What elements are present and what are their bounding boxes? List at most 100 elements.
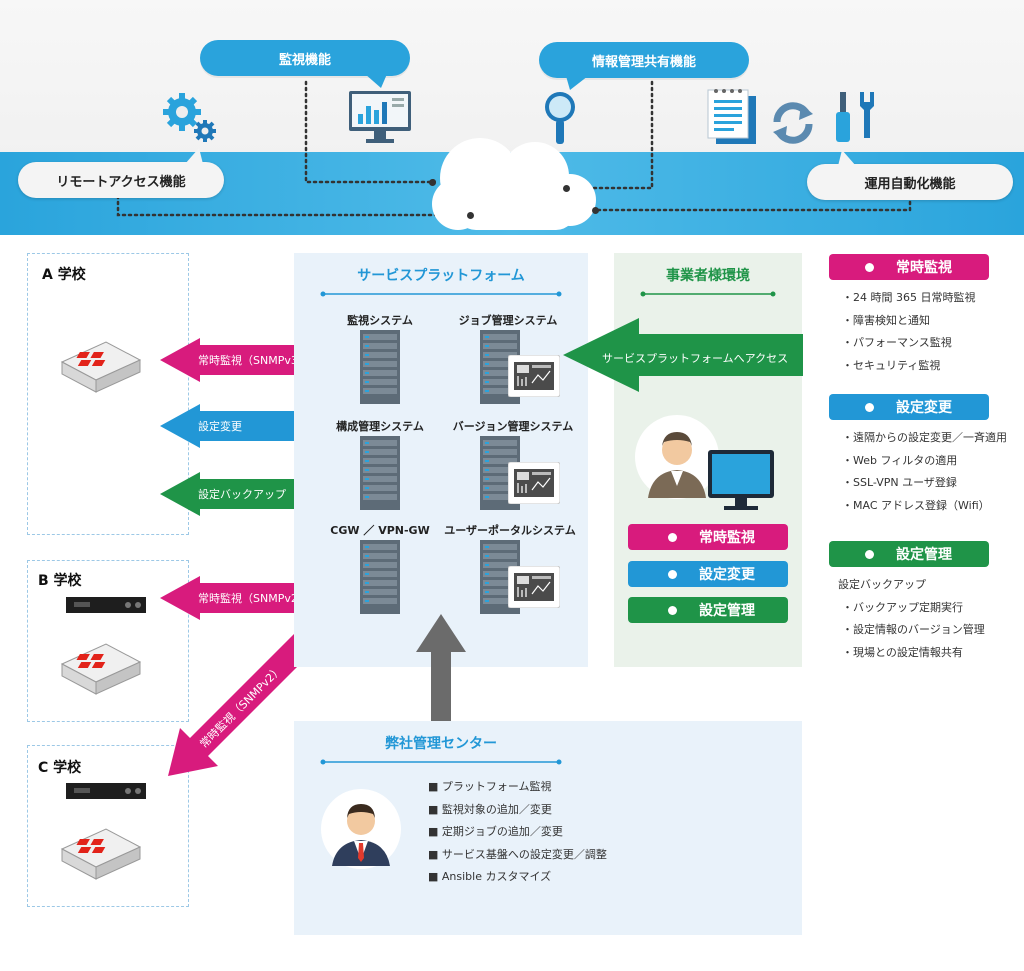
- list-intro: 設定バックアップ: [838, 578, 926, 591]
- up-arrow: [416, 614, 466, 728]
- system-label: バージョン管理システム: [452, 420, 574, 433]
- list-item: ・設定情報のバージョン管理: [842, 623, 985, 636]
- feature-header-config-management: 設定管理: [829, 541, 989, 567]
- arrow-config-a-label: 設定変更: [198, 420, 242, 433]
- bullet-dot: [668, 605, 677, 615]
- connector-dot: [592, 207, 599, 214]
- pill-label: 常時監視: [699, 530, 755, 546]
- feature-title: 常時監視: [896, 260, 952, 276]
- monitoring-bubble: 監視機能: [200, 40, 410, 76]
- server-rack-icon: [360, 436, 400, 510]
- access-arrow: [563, 318, 803, 392]
- bullet-dot: [865, 262, 874, 272]
- feature-list-monitoring: ・24 時間 365 日常時監視 ・障害検知と通知 ・パフォーマンス監視 ・セキ…: [842, 287, 975, 377]
- access-arrow-label: サービスプラットフォームへアクセス: [602, 352, 789, 365]
- notepad-icon: [707, 89, 756, 144]
- system-label: CGW ／ VPN-GW: [330, 524, 430, 537]
- school-b-box: [27, 560, 189, 722]
- feature-title: 設定変更: [896, 400, 952, 416]
- bubble-tail: [566, 76, 588, 90]
- list-item: ・遠隔からの設定変更／一斉適用: [842, 431, 1007, 444]
- bubble-tail: [838, 150, 856, 166]
- monitor-chart-icon: [349, 91, 411, 143]
- arrow-backup-a: [160, 472, 322, 516]
- bullet-dot: [865, 402, 874, 412]
- info-share-label: 情報管理共有機能: [591, 54, 696, 70]
- refresh-icon: [773, 102, 813, 144]
- list-item: ・24 時間 365 日常時監視: [842, 291, 976, 304]
- list-item: ・障害検知と通知: [842, 313, 930, 327]
- list-item: ■ サービス基盤への設定変更／調整: [428, 847, 607, 861]
- firewall-appliance-icon: [60, 341, 142, 393]
- monitoring-label: 監視機能: [278, 52, 331, 68]
- list-item: ・パフォーマンス監視: [842, 336, 952, 349]
- bullet-dot: [668, 532, 677, 542]
- pill-label: 設定変更: [699, 567, 755, 583]
- magnifier-icon: [545, 92, 575, 144]
- list-item: ・SSL-VPN ユーザ登録: [842, 476, 957, 489]
- server-rack-icon: [360, 540, 400, 614]
- dashboard-icon: [508, 566, 560, 608]
- firewall-appliance-icon: [60, 828, 142, 880]
- bubble-tail: [365, 74, 387, 88]
- arrow-monitor-b-label: 常時監視（SNMPv2）: [198, 592, 309, 605]
- school-b-title: B 学校: [38, 573, 82, 589]
- rack-router-icon: [66, 783, 146, 799]
- system-label: ジョブ管理システム: [458, 314, 558, 327]
- bullet-dot: [865, 549, 874, 559]
- title-underline: [640, 291, 776, 297]
- connector-dot: [429, 179, 436, 186]
- feature-list-config-management: 設定バックアップ ・バックアップ定期実行 ・設定情報のバージョン管理 ・現場との…: [838, 574, 985, 664]
- operator-pill-config-change: 設定変更: [628, 561, 788, 587]
- operator-title: 事業者様環境: [666, 268, 750, 284]
- automation-bubble: 運用自動化機能: [807, 164, 1013, 200]
- list-item: ・MAC アドレス登録（Wifi）: [842, 498, 990, 512]
- firewall-appliance-icon: [60, 643, 142, 695]
- bubble-tail: [185, 148, 203, 164]
- arrow-monitor-a: [160, 338, 322, 382]
- title-underline: [320, 291, 562, 297]
- remote-access-bubble: リモートアクセス機能: [18, 162, 224, 198]
- bullet-dot: [668, 569, 677, 579]
- dashboard-icon: [508, 462, 560, 504]
- pill-label: 設定管理: [699, 603, 755, 619]
- automation-label: 運用自動化機能: [864, 176, 956, 192]
- arrow-monitor-c: [168, 632, 314, 776]
- school-a-title: A 学校: [42, 267, 86, 283]
- list-item: ■ 監視対象の追加／変更: [428, 802, 552, 816]
- rack-router-icon: [66, 597, 146, 613]
- feature-title: 設定管理: [896, 547, 952, 563]
- title-underline: [320, 759, 562, 765]
- connector-dot: [563, 185, 570, 192]
- list-item: ■ Ansible カスタマイズ: [428, 870, 552, 883]
- system-label: 構成管理システム: [336, 420, 424, 433]
- arrow-monitor-a-label: 常時監視（SNMPv3）: [198, 354, 309, 367]
- management-center-list: ■ プラットフォーム監視 ■ 監視対象の追加／変更 ■ 定期ジョブの追加／変更 …: [428, 776, 607, 889]
- info-share-bubble: 情報管理共有機能: [539, 42, 749, 78]
- list-item: ■ 定期ジョブの追加／変更: [428, 825, 563, 838]
- arrow-monitor-b: [160, 576, 322, 620]
- feature-list-config-change: ・遠隔からの設定変更／一斉適用 ・Web フィルタの適用 ・SSL-VPN ユー…: [842, 427, 1007, 517]
- system-label: 監視システム: [347, 314, 413, 327]
- server-rack-icon: [360, 330, 400, 404]
- connector-lines: [116, 80, 912, 217]
- school-c-title: C 学校: [38, 760, 82, 776]
- cloud-icon: [430, 138, 596, 230]
- operator-pill-monitoring: 常時監視: [628, 524, 788, 550]
- gears-icon: [163, 93, 216, 142]
- connector-dot: [467, 212, 474, 219]
- operator-person-icon: [635, 415, 774, 510]
- list-item: ・バックアップ定期実行: [842, 600, 963, 614]
- school-a-box: [27, 253, 189, 535]
- arrow-backup-a-label: 設定バックアップ: [198, 488, 286, 501]
- remote-access-label: リモートアクセス機能: [56, 174, 186, 190]
- arrow-config-a: [160, 404, 322, 448]
- feature-header-monitoring: 常時監視: [829, 254, 989, 280]
- operator-pill-config-management: 設定管理: [628, 597, 788, 623]
- dashboard-icon: [508, 355, 560, 397]
- staff-person-icon: [321, 789, 401, 869]
- list-item: ・現場との設定情報共有: [842, 645, 963, 659]
- list-item: ・Web フィルタの適用: [842, 453, 958, 467]
- list-item: ・セキュリティ監視: [842, 358, 941, 372]
- service-platform-title: サービスプラットフォーム: [357, 268, 525, 284]
